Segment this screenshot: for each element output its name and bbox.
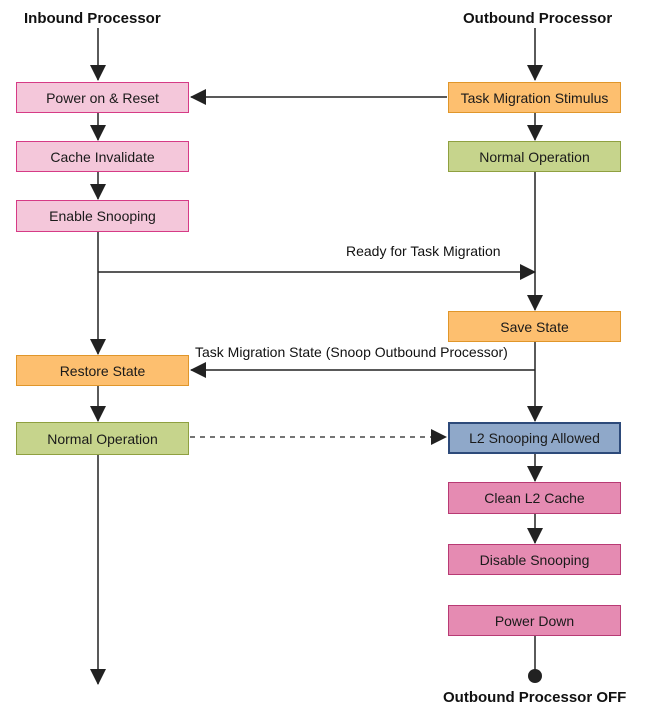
task-migration-state-label: Task Migration State (Snoop Outbound Pro… (195, 344, 508, 360)
ready-for-task-migration-label: Ready for Task Migration (346, 243, 501, 259)
l2-snooping-allowed-label: L2 Snooping Allowed (469, 430, 600, 446)
task-migration-stimulus-box: Task Migration Stimulus (448, 82, 621, 113)
inbound-normal-operation-label: Normal Operation (47, 430, 158, 447)
inbound-processor-header: Inbound Processor (24, 10, 161, 27)
power-down-box: Power Down (448, 605, 621, 636)
power-down-label: Power Down (494, 612, 575, 629)
disable-snooping-label: Disable Snooping (479, 551, 590, 568)
outbound-off-label: Outbound Processor OFF (443, 689, 627, 706)
restore-state-label: Restore State (59, 362, 146, 379)
outbound-normal-operation-box: Normal Operation (448, 141, 621, 172)
inbound-normal-operation-box: Normal Operation (16, 422, 189, 455)
clean-l2-cache-label: Clean L2 Cache (484, 490, 585, 506)
disable-snooping-box: Disable Snooping (448, 544, 621, 575)
cache-invalidate-box: Cache Invalidate (16, 141, 189, 172)
l2-snooping-allowed-box: L2 Snooping Allowed (448, 422, 621, 454)
enable-snooping-label: Enable Snooping (49, 208, 156, 224)
power-on-reset-box: Power on & Reset (16, 82, 189, 113)
outbound-processor-header: Outbound Processor (463, 10, 613, 27)
outbound-normal-operation-label: Normal Operation (479, 148, 590, 165)
restore-state-box: Restore State (16, 355, 189, 386)
enable-snooping-box: Enable Snooping (16, 200, 189, 232)
cache-invalidate-label: Cache Invalidate (50, 148, 155, 165)
save-state-box: Save State (448, 311, 621, 342)
outbound-off-dot (528, 669, 542, 683)
power-on-reset-label: Power on & Reset (46, 89, 159, 106)
save-state-label: Save State (500, 318, 569, 335)
clean-l2-cache-box: Clean L2 Cache (448, 482, 621, 514)
task-migration-stimulus-label: Task Migration Stimulus (460, 89, 609, 106)
